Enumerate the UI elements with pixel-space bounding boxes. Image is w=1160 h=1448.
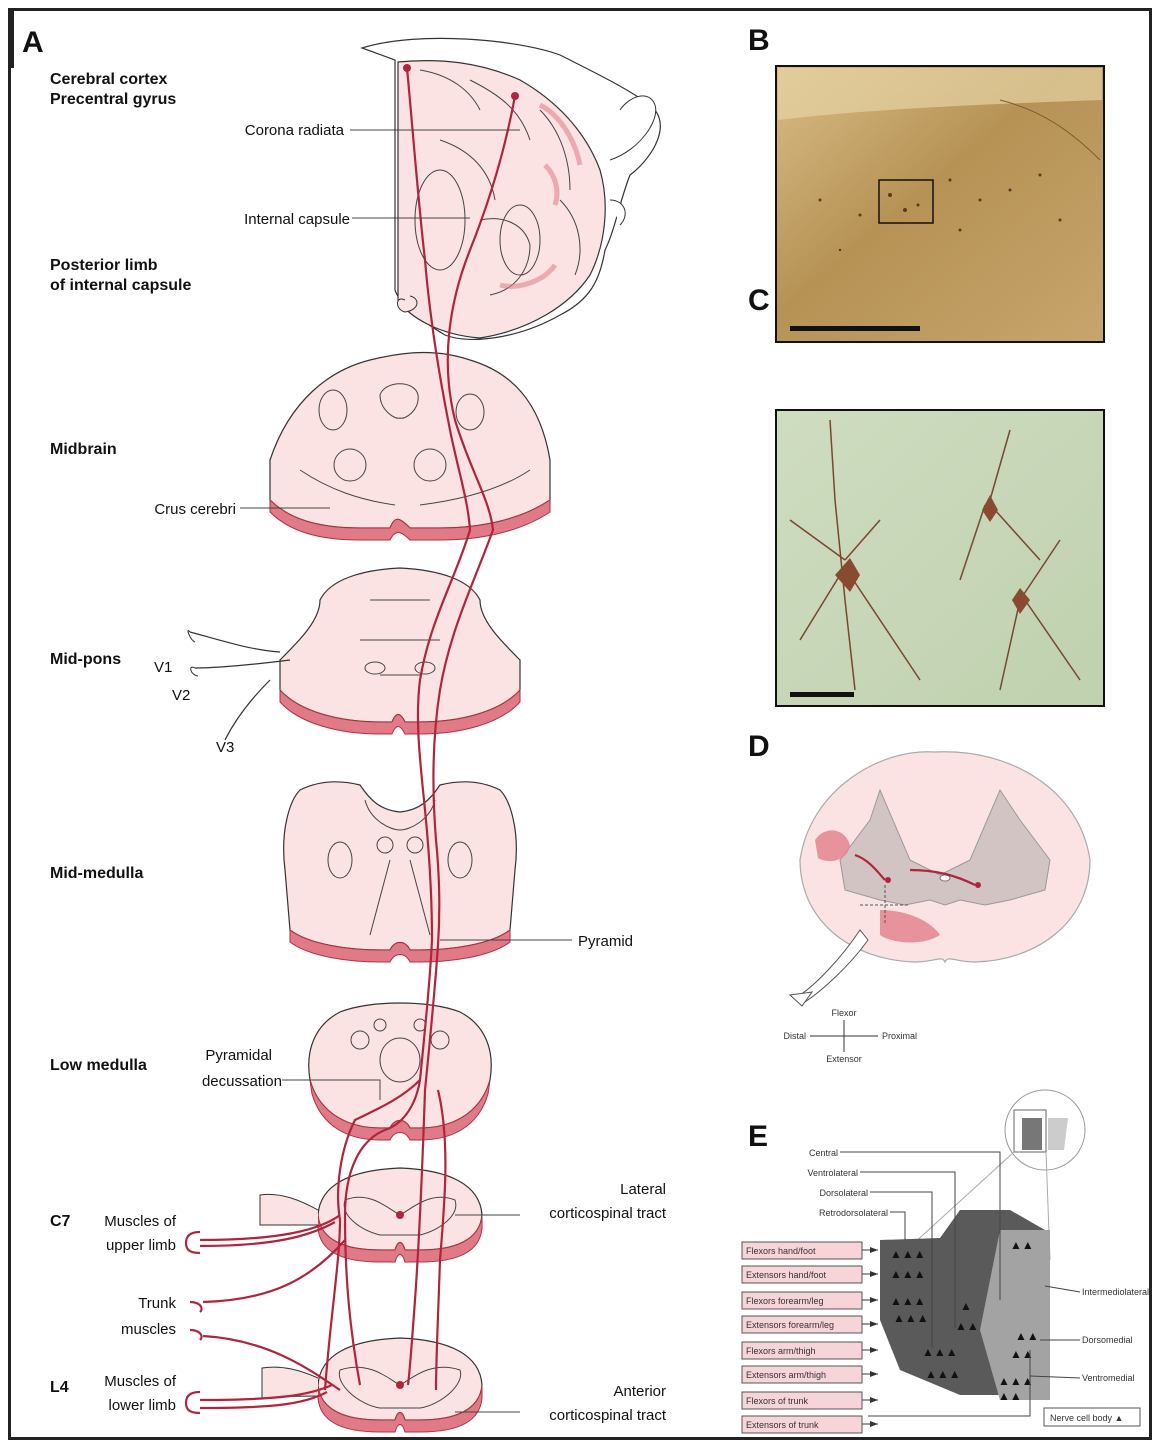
muscle-label-5: Flexors arm/thigh: [746, 1346, 816, 1356]
label-internal-capsule: Internal capsule: [244, 211, 350, 228]
svg-text:▲▲▲: ▲▲▲: [893, 1311, 929, 1325]
midbrain-section: [270, 353, 550, 541]
svg-text:▲▲▲: ▲▲▲: [890, 1294, 926, 1308]
panel-d-letter: D: [748, 730, 770, 763]
spinal-cord-diagram-d: [790, 752, 1090, 1052]
svg-text:▲▲▲: ▲▲▲: [890, 1267, 926, 1281]
level-mid-medulla: Mid-medulla: [50, 865, 143, 882]
mid-medulla-section: [284, 782, 517, 962]
label-trunk-line1: Trunk: [138, 1295, 176, 1312]
panel-c-letter: C: [748, 284, 770, 317]
spinal-cord-l4: [262, 1338, 482, 1432]
label-v3: V3: [216, 739, 234, 756]
svg-text:▲▲: ▲▲: [1010, 1238, 1034, 1252]
label-dorsomedial: Dorsomedial: [1082, 1335, 1133, 1345]
muscle-label-4: Extensors forearm/leg: [746, 1320, 834, 1330]
level-l4: L4: [50, 1379, 69, 1396]
svg-text:▲▲: ▲▲: [1015, 1329, 1039, 1343]
motor-nuclei-diagram-e: ▲▲▲▲▲▲ ▲▲▲▲▲▲ ▲▲▲▲▲▲ ▲▲▲ ▲▲ ▲▲▲▲ ▲▲▲▲▲: [840, 1090, 1085, 1427]
brain-coronal-section: [362, 38, 660, 339]
label-anterior-cst-line2: corticospinal tract: [549, 1407, 667, 1424]
label-extensor: Extensor: [826, 1054, 862, 1064]
label-lateral-cst-line1: Lateral: [620, 1181, 666, 1198]
muscle-label-7: Flexors of trunk: [746, 1396, 809, 1406]
label-upper-limb-line1: Muscles of: [104, 1213, 177, 1230]
low-medulla-section: [309, 1003, 492, 1140]
label-ventrolateral: Ventrolateral: [807, 1168, 858, 1178]
label-upper-limb-line2: upper limb: [106, 1237, 176, 1254]
level-posterior-limb-line2: of internal capsule: [50, 277, 191, 294]
muscle-label-3: Flexors forearm/leg: [746, 1296, 824, 1306]
label-flexor: Flexor: [831, 1008, 856, 1018]
panel-e-letter: E: [748, 1120, 768, 1153]
label-pyramidal-decussation-line2: decussation: [202, 1073, 282, 1090]
label-proximal: Proximal: [882, 1031, 917, 1041]
panel-b-letter: B: [748, 24, 770, 57]
level-cortex-line2: Precentral gyrus: [50, 91, 176, 108]
label-lower-limb-line2: lower limb: [108, 1397, 176, 1414]
label-v2: V2: [172, 687, 190, 704]
muscle-label-2: Extensors hand/foot: [746, 1270, 827, 1280]
panel-a-letter: A: [22, 26, 44, 59]
label-central: Central: [809, 1148, 838, 1158]
svg-text:▲▲▲: ▲▲▲: [890, 1247, 926, 1261]
label-ventromedial: Ventromedial: [1082, 1373, 1135, 1383]
micrograph-c: [776, 410, 1104, 706]
label-distal: Distal: [783, 1031, 806, 1041]
spinal-cord-c7: [260, 1168, 482, 1262]
level-posterior-limb-line1: Posterior limb: [50, 257, 158, 274]
label-retrodorsolateral: Retrodorsolateral: [819, 1208, 888, 1218]
legend-nerve-cell-body: Nerve cell body ▲: [1050, 1413, 1123, 1423]
mid-pons-section: [188, 568, 520, 740]
level-cortex-line1: Cerebral cortex: [50, 71, 167, 88]
label-pyramidal-decussation-line1: Pyramidal: [205, 1047, 272, 1064]
level-low-medulla: Low medulla: [50, 1057, 147, 1074]
label-trunk-line2: muscles: [121, 1321, 176, 1338]
muscle-label-1: Flexors hand/foot: [746, 1246, 816, 1256]
svg-text:▲▲▲: ▲▲▲: [998, 1374, 1034, 1388]
svg-text:▲▲: ▲▲: [955, 1319, 979, 1333]
label-dorsolateral: Dorsolateral: [819, 1188, 868, 1198]
svg-text:▲▲: ▲▲: [998, 1389, 1022, 1403]
label-v1: V1: [154, 659, 172, 676]
label-corona-radiata: Corona radiata: [245, 122, 345, 139]
label-pyramid: Pyramid: [578, 933, 633, 950]
level-c7: C7: [50, 1213, 71, 1230]
micrograph-b: [776, 66, 1104, 342]
label-lateral-cst-line2: corticospinal tract: [549, 1205, 667, 1222]
label-intermediolateral: Intermediolateral: [1082, 1287, 1149, 1297]
svg-text:▲▲▲: ▲▲▲: [922, 1345, 958, 1359]
svg-text:▲▲▲: ▲▲▲: [925, 1367, 961, 1381]
muscle-label-6: Extensors arm/thigh: [746, 1370, 826, 1380]
muscle-label-8: Extensors of trunk: [746, 1420, 819, 1430]
label-crus-cerebri: Crus cerebri: [154, 501, 236, 518]
level-mid-pons: Mid-pons: [50, 651, 121, 668]
level-midbrain: Midbrain: [50, 441, 117, 458]
svg-text:▲: ▲: [960, 1299, 972, 1313]
label-anterior-cst-line1: Anterior: [613, 1383, 666, 1400]
label-lower-limb-line1: Muscles of: [104, 1373, 177, 1390]
